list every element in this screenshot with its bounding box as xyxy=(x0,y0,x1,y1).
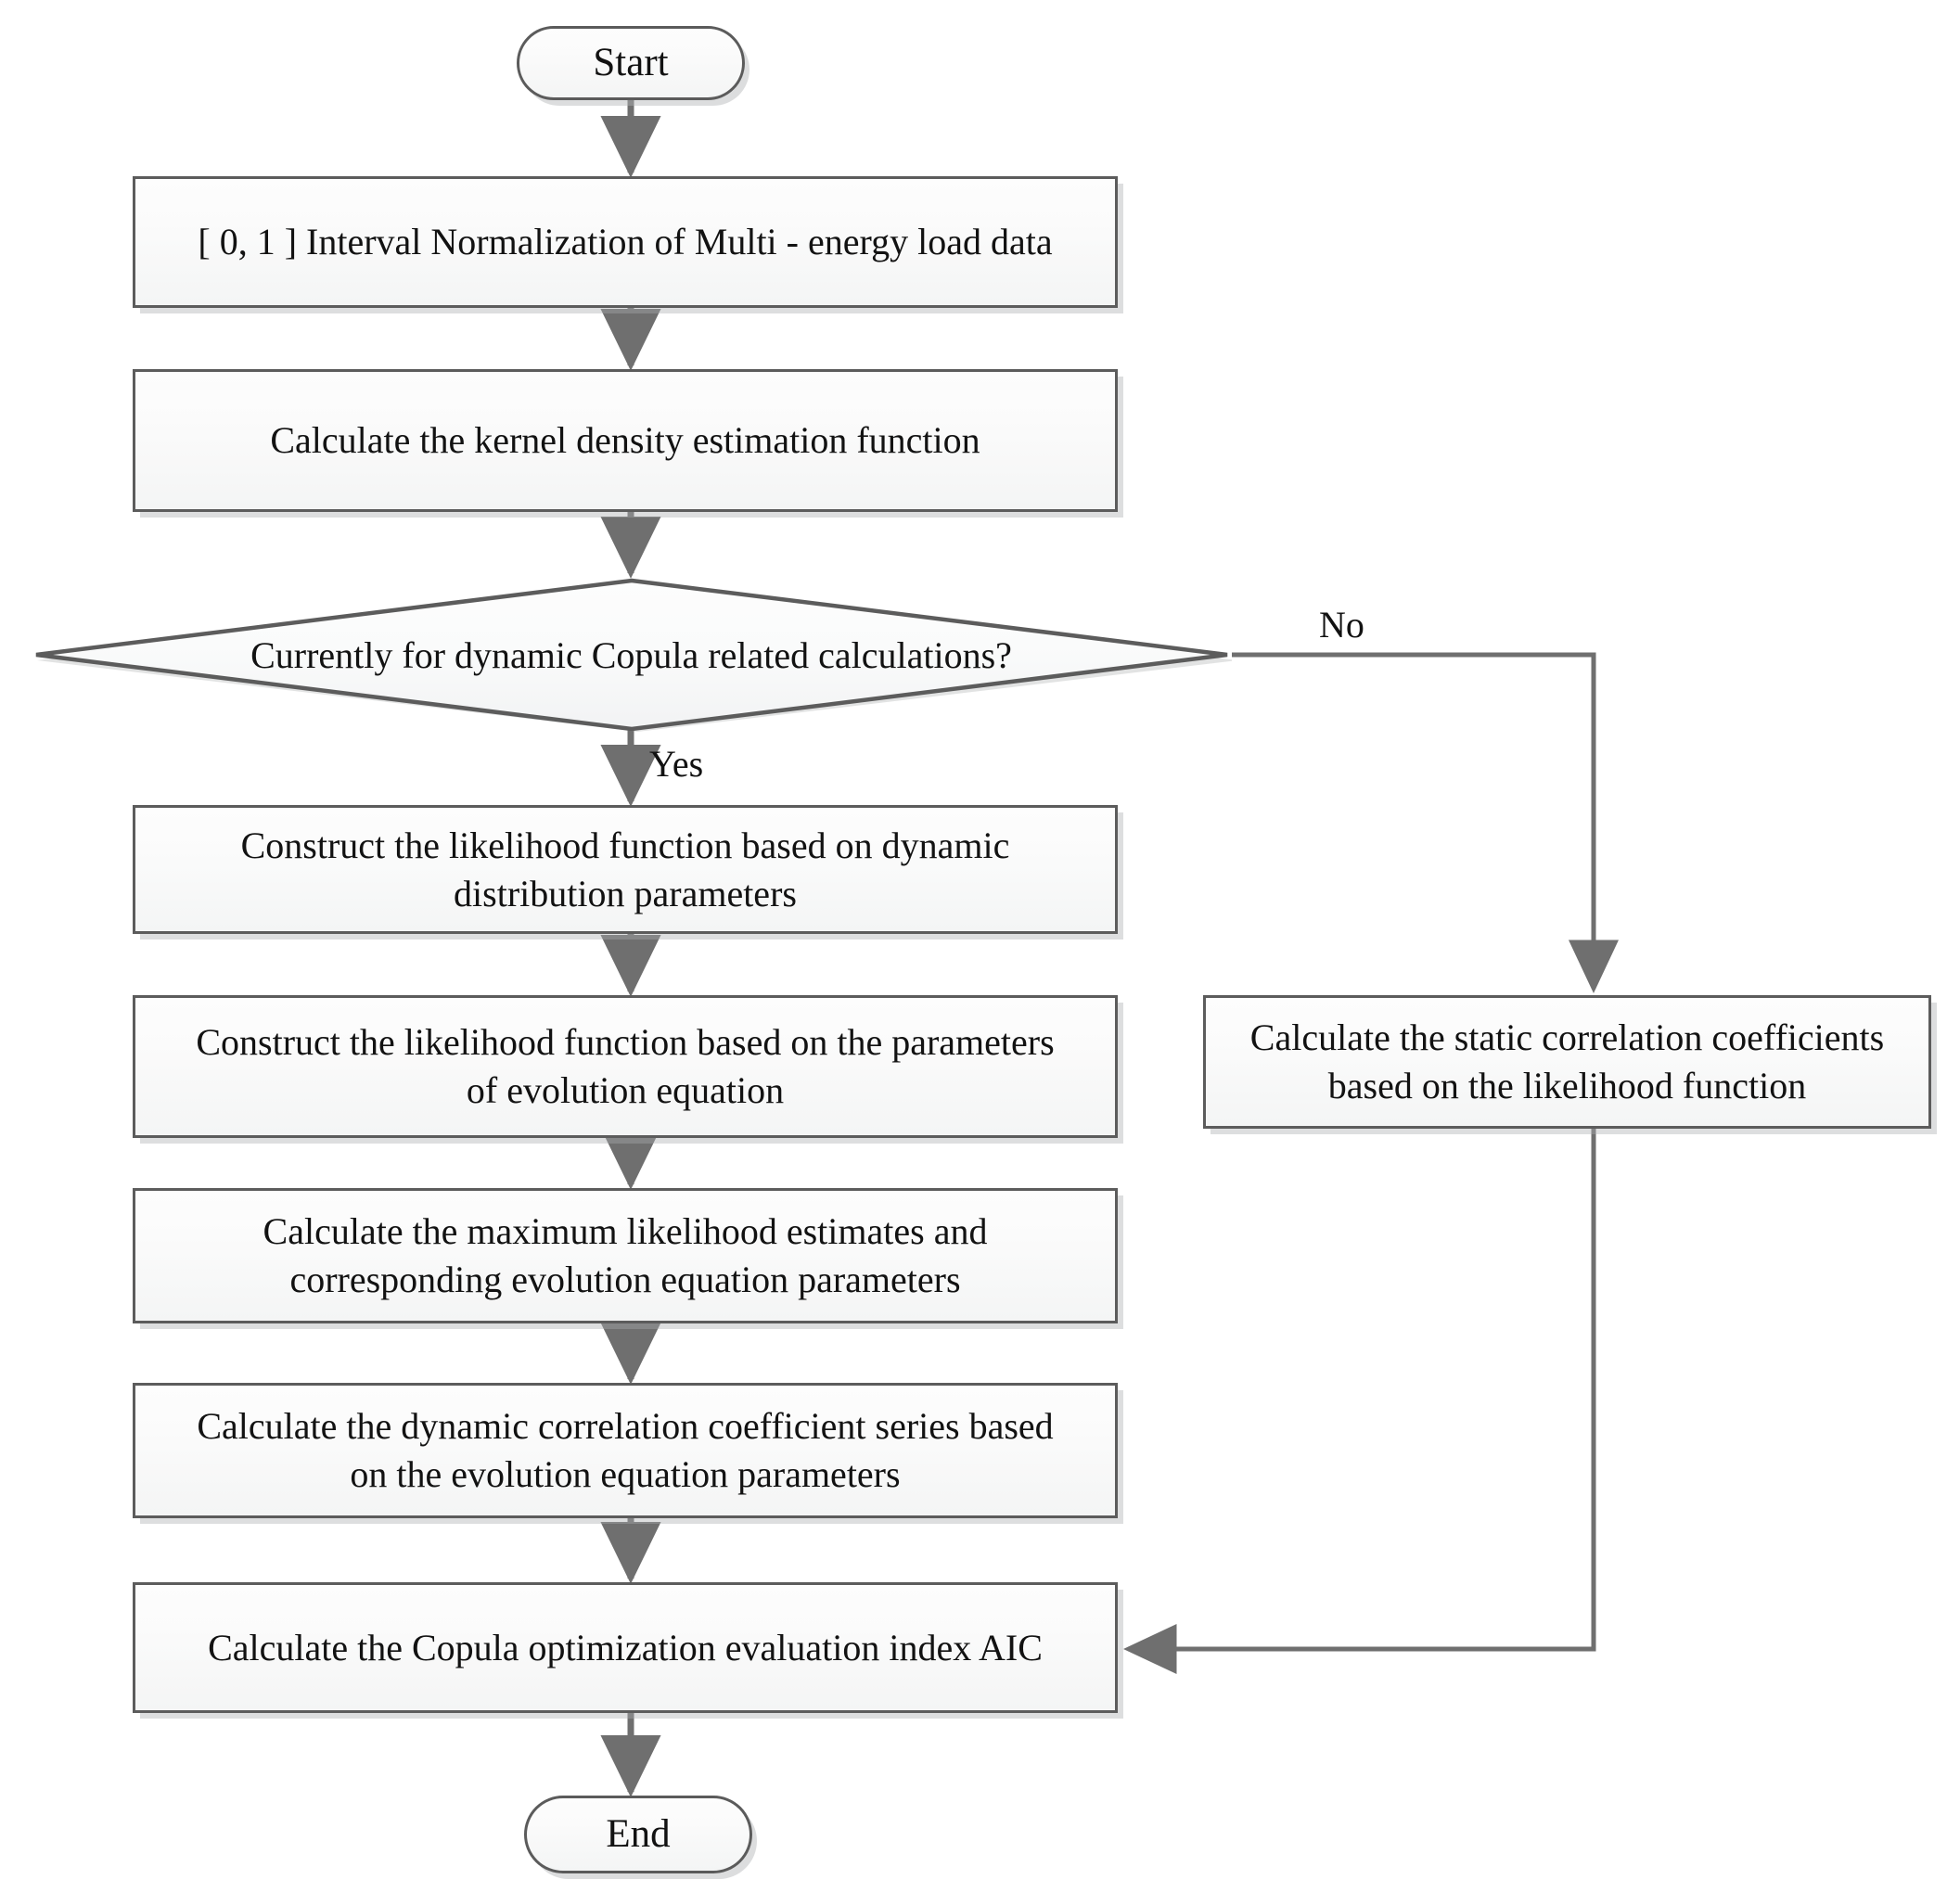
node-end[interactable]: End xyxy=(524,1796,752,1873)
node-normalize-label: [ 0, 1 ] Interval Normalization of Multi… xyxy=(198,221,1053,262)
node-aic-label: Calculate the Copula optimization evalua… xyxy=(208,1626,1043,1668)
node-dynamic-series-label: Calculate the dynamic correlation coeffi… xyxy=(197,1405,1054,1495)
node-kde[interactable]: Calculate the kernel density estimation … xyxy=(133,369,1118,512)
node-kde-label: Calculate the kernel density estimation … xyxy=(270,419,980,461)
edge-label-no: No xyxy=(1319,603,1364,646)
edge-label-yes-text: Yes xyxy=(649,743,704,785)
decision-diamond-shape xyxy=(35,578,1232,732)
node-start[interactable]: Start xyxy=(517,26,745,100)
node-mle-label: Calculate the maximum likelihood estimat… xyxy=(263,1210,988,1300)
node-start-label: Start xyxy=(593,41,669,85)
node-likelihood-dynamic-label: Construct the likelihood function based … xyxy=(240,824,1010,914)
edge-label-yes: Yes xyxy=(649,742,703,786)
node-static-coefficients-label: Calculate the static correlation coeffic… xyxy=(1249,1016,1885,1106)
connector-static-coefficients-to-aic xyxy=(1123,1129,1596,1674)
node-decision[interactable]: Currently for dynamic Copula related cal… xyxy=(31,577,1232,733)
node-dynamic-series[interactable]: Calculate the dynamic correlation coeffi… xyxy=(133,1383,1118,1518)
node-likelihood-dynamic[interactable]: Construct the likelihood function based … xyxy=(133,805,1118,934)
node-likelihood-evolution-label: Construct the likelihood function based … xyxy=(196,1021,1055,1111)
node-static-coefficients[interactable]: Calculate the static correlation coeffic… xyxy=(1203,995,1931,1129)
node-mle[interactable]: Calculate the maximum likelihood estimat… xyxy=(133,1188,1118,1323)
edge-label-no-text: No xyxy=(1319,604,1364,646)
node-likelihood-evolution[interactable]: Construct the likelihood function based … xyxy=(133,995,1118,1138)
node-end-label: End xyxy=(606,1812,671,1857)
node-normalize[interactable]: [ 0, 1 ] Interval Normalization of Multi… xyxy=(133,176,1118,308)
node-aic[interactable]: Calculate the Copula optimization evalua… xyxy=(133,1582,1118,1713)
node-decision-label: Currently for dynamic Copula related cal… xyxy=(250,633,1012,676)
connector-decision-to-static-coefficients xyxy=(1232,652,1619,993)
